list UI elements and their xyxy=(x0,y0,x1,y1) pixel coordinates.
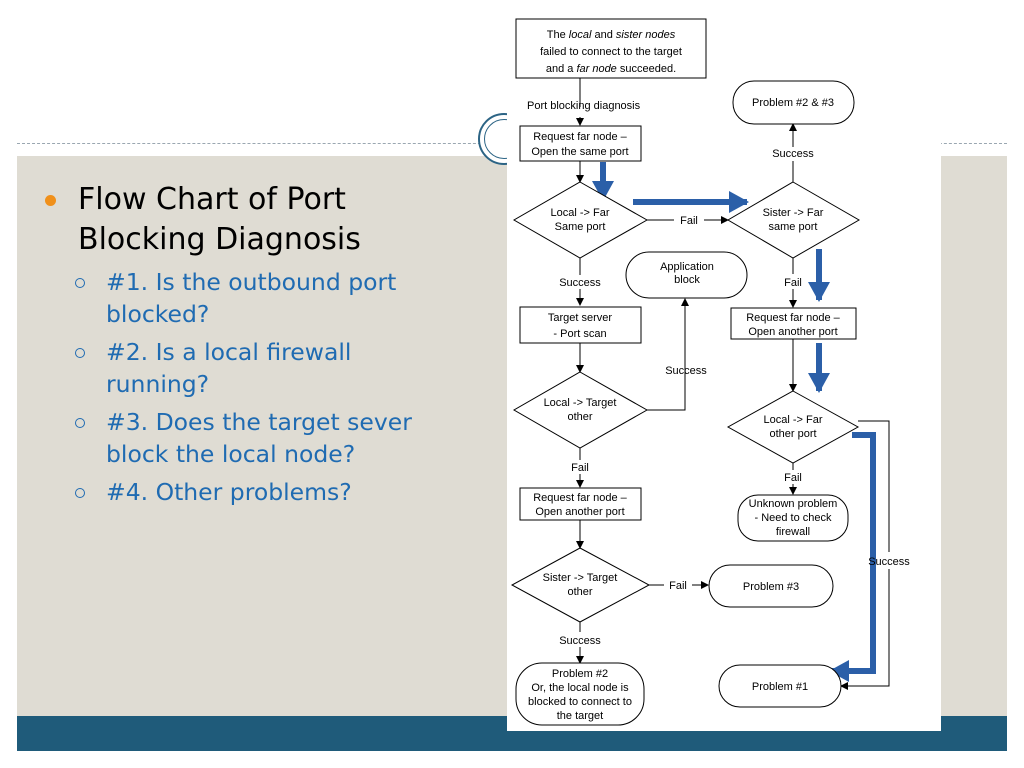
sub-bullet: #1. Is the outbound port blocked? xyxy=(45,266,415,330)
application-block-terminal: Application block xyxy=(625,251,748,299)
local-far-same-port-decision: Local -> Far Same port xyxy=(512,181,649,259)
sister-target-other-decision: Sister -> Target other xyxy=(510,547,651,623)
svg-text:Problem #1: Problem #1 xyxy=(752,681,808,693)
svg-text:other: other xyxy=(567,586,592,598)
local-target-other-decision: Local -> Target other xyxy=(512,371,649,449)
fail-label: Fail xyxy=(669,580,687,592)
svg-text:Open the same port: Open the same port xyxy=(531,146,628,158)
bullet-ring-icon xyxy=(75,348,85,358)
svg-text:same port: same port xyxy=(769,221,818,233)
svg-text:Application: Application xyxy=(660,261,714,273)
fail-label: Fail xyxy=(784,277,802,289)
svg-text:Target server: Target server xyxy=(548,312,613,324)
sub-bullet: #2. Is a local firewall running? xyxy=(45,336,415,400)
svg-text:the target: the target xyxy=(557,710,603,722)
request-same-port-box: Request far node – Open the same port xyxy=(519,125,642,162)
success-label: Success xyxy=(772,148,814,160)
problem-2-terminal: Problem #2 Or, the local node is blocked… xyxy=(515,662,645,726)
fail-label: Fail xyxy=(784,472,802,484)
bullet-ring-icon xyxy=(75,488,85,498)
bullet-dot-icon xyxy=(45,195,56,206)
problem-2-and-3-terminal: Problem #2 & #3 xyxy=(732,80,855,125)
fail-label: Fail xyxy=(680,215,698,227)
blue-arrow xyxy=(829,432,876,682)
sister-far-same-port-decision: Sister -> Far same port xyxy=(727,181,861,259)
highlight-arrows xyxy=(592,162,876,682)
success-label: Success xyxy=(665,365,707,377)
sub-bullet-text: #3. Does the target sever block the loca… xyxy=(106,408,412,468)
svg-text:Problem #2: Problem #2 xyxy=(552,668,608,680)
svg-text:firewall: firewall xyxy=(776,526,810,538)
request-another-port-box-right: Request far node – Open another port xyxy=(730,307,857,340)
svg-text:Local -> Far: Local -> Far xyxy=(551,207,610,219)
connectors xyxy=(576,78,890,690)
svg-text:Sister -> Target: Sister -> Target xyxy=(543,572,618,584)
svg-text:block: block xyxy=(674,274,700,286)
svg-text:other: other xyxy=(567,411,592,423)
main-bullet-text: Flow Chart of Port Blocking Diagnosis xyxy=(78,182,361,257)
svg-text:Same port: Same port xyxy=(555,221,606,233)
svg-text:- Need to check: - Need to check xyxy=(754,512,832,524)
svg-text:Problem #2 & #3: Problem #2 & #3 xyxy=(752,97,834,109)
svg-text:Or, the local node is: Or, the local node is xyxy=(531,682,629,694)
target-port-scan-box: Target server - Port scan xyxy=(519,306,642,344)
svg-text:Request far node –: Request far node – xyxy=(746,312,840,324)
svg-text:Problem #3: Problem #3 xyxy=(743,581,799,593)
main-bullet: Flow Chart of Port Blocking Diagnosis xyxy=(45,180,415,260)
start-box: The local and sister nodes failed to con… xyxy=(515,18,707,79)
bullet-ring-icon xyxy=(75,418,85,428)
success-label: Success xyxy=(559,277,601,289)
sub-bullet-text: #2. Is a local firewall running? xyxy=(106,338,352,398)
start-line3: and a far node succeeded. xyxy=(546,63,676,75)
svg-text:Request far node –: Request far node – xyxy=(533,131,627,143)
port-blocking-flowchart: The local and sister nodes failed to con… xyxy=(510,18,910,726)
fail-label: Fail xyxy=(571,462,589,474)
svg-text:other port: other port xyxy=(769,428,816,440)
problem-1-terminal: Problem #1 xyxy=(718,664,842,708)
svg-text:Local -> Target: Local -> Target xyxy=(544,397,617,409)
svg-text:Sister -> Far: Sister -> Far xyxy=(763,207,824,219)
local-far-other-port-decision: Local -> Far other port xyxy=(726,390,860,464)
bullet-ring-icon xyxy=(75,278,85,288)
start-line1: The local and sister nodes xyxy=(547,29,676,41)
svg-text:Local -> Far: Local -> Far xyxy=(764,414,823,426)
svg-text:Open another port: Open another port xyxy=(748,326,837,338)
start-line2: failed to connect to the target xyxy=(540,46,682,58)
sub-bullet: #4. Other problems? xyxy=(45,476,415,508)
svg-text:Request far node –: Request far node – xyxy=(533,492,627,504)
bullet-list: Flow Chart of Port Blocking Diagnosis #1… xyxy=(45,180,415,508)
svg-text:Open another port: Open another port xyxy=(535,506,624,518)
unknown-problem-terminal: Unknown problem - Need to check firewall xyxy=(737,494,849,542)
sub-bullet: #3. Does the target sever block the loca… xyxy=(45,406,415,470)
success-label: Success xyxy=(868,556,910,568)
success-label: Success xyxy=(559,635,601,647)
svg-text:- Port scan: - Port scan xyxy=(553,328,606,340)
problem-3-terminal: Problem #3 xyxy=(708,564,834,608)
sub-bullet-text: #1. Is the outbound port blocked? xyxy=(106,268,397,328)
port-blocking-diagnosis-label: Port blocking diagnosis xyxy=(527,100,641,112)
sub-bullet-text: #4. Other problems? xyxy=(106,478,352,506)
svg-text:blocked to connect to: blocked to connect to xyxy=(528,696,632,708)
svg-text:Unknown problem: Unknown problem xyxy=(749,498,838,510)
request-another-port-box-left: Request far node – Open another port xyxy=(519,487,642,521)
